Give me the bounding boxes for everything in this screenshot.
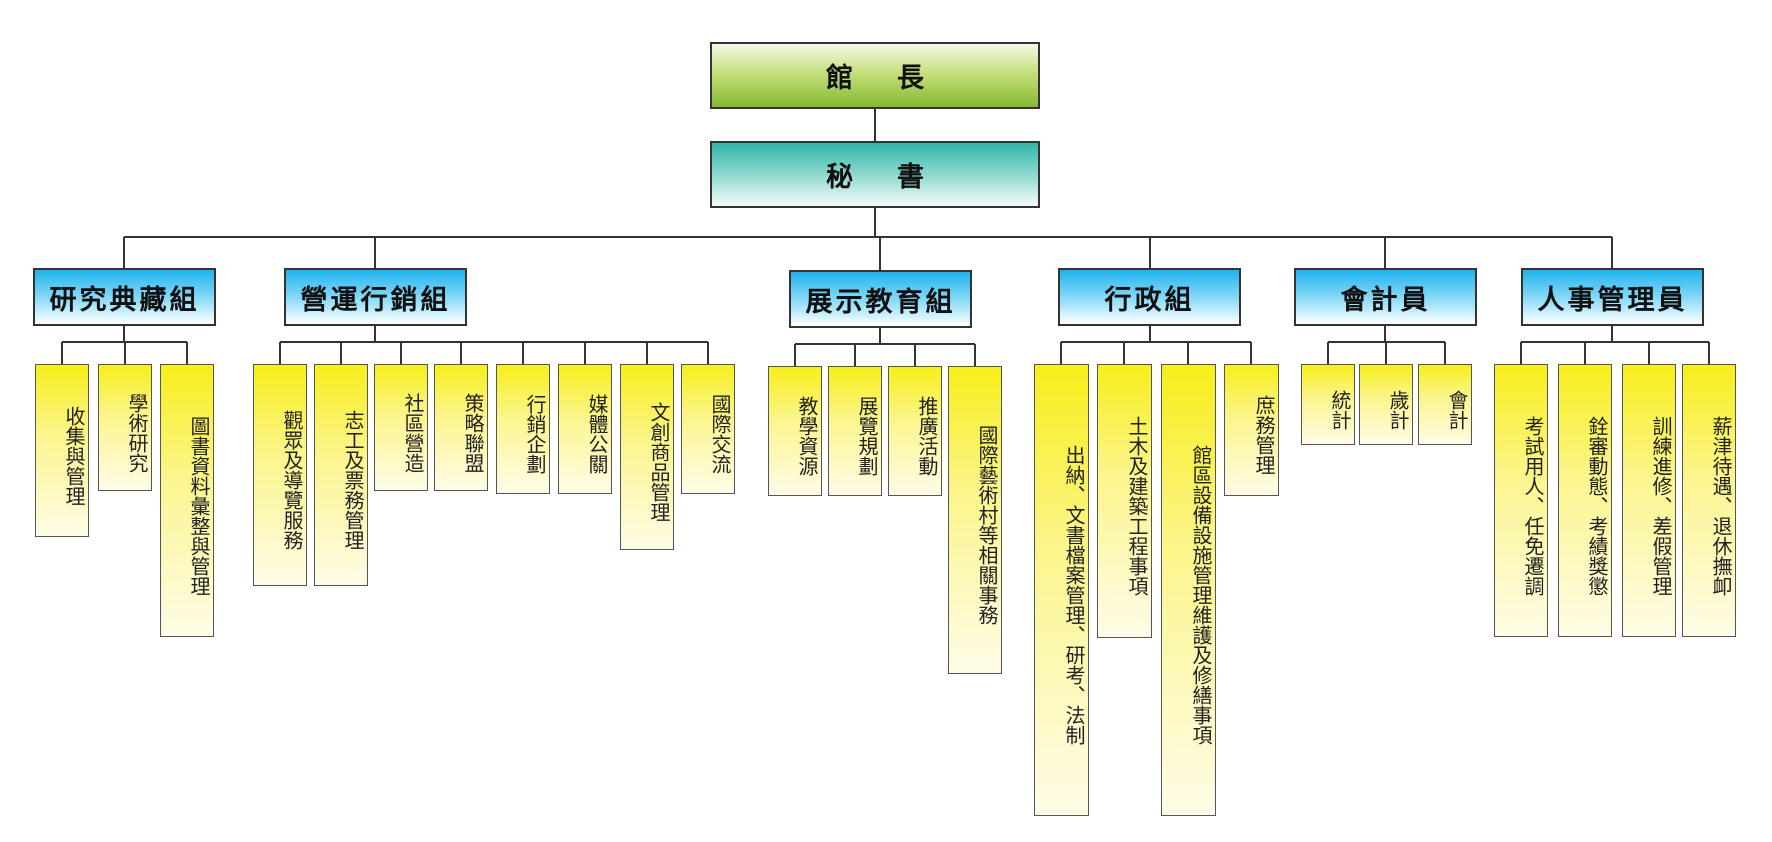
task-label: 考試用人、任免遷調 bbox=[1521, 415, 1545, 596]
task-box: 國際藝術村等相關事務 bbox=[948, 366, 1002, 674]
task-label: 會計 bbox=[1445, 389, 1469, 430]
task-box: 收集與管理 bbox=[35, 364, 89, 537]
group-label: 展示教育組 bbox=[805, 286, 956, 318]
group-label: 人事管理員 bbox=[1537, 284, 1688, 316]
task-label: 社區營造 bbox=[401, 392, 425, 473]
group-box-personnel: 人事管理員 bbox=[1521, 268, 1704, 326]
task-label: 推廣活動 bbox=[915, 396, 939, 476]
group-label: 研究典藏組 bbox=[49, 284, 200, 316]
task-label: 土木及建築工程事項 bbox=[1125, 416, 1149, 596]
group-box-exhibition: 展示教育組 bbox=[789, 270, 972, 328]
group-label: 營運行銷組 bbox=[300, 284, 451, 316]
task-box: 庶務管理 bbox=[1224, 364, 1279, 496]
task-box: 土木及建築工程事項 bbox=[1097, 364, 1152, 638]
task-label: 媒體公關 bbox=[585, 394, 609, 474]
group-box-research: 研究典藏組 bbox=[33, 268, 216, 326]
task-box: 會計 bbox=[1418, 364, 1472, 445]
task-label: 出納、文書檔案管理、研考、法制 bbox=[1062, 445, 1086, 745]
task-label: 館區設備設施管理維護及修繕事項 bbox=[1189, 445, 1213, 745]
task-label: 統計 bbox=[1328, 389, 1352, 430]
task-box: 歲計 bbox=[1359, 364, 1413, 445]
task-label: 庶務管理 bbox=[1252, 395, 1276, 475]
secretary-box: 秘書 bbox=[710, 141, 1040, 208]
secretary-label: 秘書 bbox=[826, 162, 968, 193]
task-box: 學術研究 bbox=[98, 364, 152, 491]
task-label: 展覽規劃 bbox=[855, 396, 879, 476]
task-box: 國際交流 bbox=[681, 364, 735, 494]
task-label: 觀眾及導覽服務 bbox=[280, 410, 304, 550]
task-label: 策略聯盟 bbox=[461, 392, 485, 473]
task-box: 教學資源 bbox=[768, 366, 822, 496]
task-label: 國際藝術村等相關事務 bbox=[975, 425, 999, 625]
task-box: 圖書資料彙整與管理 bbox=[160, 364, 214, 637]
task-box: 展覽規劃 bbox=[828, 366, 882, 496]
task-box: 考試用人、任免遷調 bbox=[1494, 364, 1548, 637]
task-box: 策略聯盟 bbox=[434, 364, 488, 491]
task-label: 收集與管理 bbox=[62, 405, 86, 506]
group-label: 行政組 bbox=[1104, 284, 1195, 316]
task-label: 教學資源 bbox=[795, 396, 819, 476]
director-label: 館長 bbox=[826, 63, 968, 94]
task-label: 銓審動態、考績獎懲 bbox=[1585, 415, 1609, 596]
group-box-administration: 行政組 bbox=[1058, 268, 1241, 326]
task-label: 薪津待遇、退休撫卹 bbox=[1709, 415, 1733, 596]
task-label: 圖書資料彙整與管理 bbox=[187, 415, 211, 596]
task-box: 館區設備設施管理維護及修繕事項 bbox=[1161, 364, 1216, 816]
group-box-accountant: 會計員 bbox=[1294, 268, 1477, 326]
task-box: 銓審動態、考績獎懲 bbox=[1558, 364, 1612, 637]
task-box: 文創商品管理 bbox=[620, 364, 674, 550]
group-box-marketing: 營運行銷組 bbox=[284, 268, 467, 326]
group-label: 會計員 bbox=[1340, 284, 1431, 316]
task-label: 行銷企劃 bbox=[523, 394, 547, 474]
task-box: 統計 bbox=[1301, 364, 1355, 445]
task-label: 國際交流 bbox=[708, 394, 732, 474]
task-box: 薪津待遇、退休撫卹 bbox=[1682, 364, 1736, 637]
task-box: 志工及票務管理 bbox=[314, 364, 368, 586]
task-box: 媒體公關 bbox=[558, 364, 612, 494]
task-label: 志工及票務管理 bbox=[341, 410, 365, 550]
task-box: 出納、文書檔案管理、研考、法制 bbox=[1034, 364, 1089, 816]
director-box: 館長 bbox=[710, 42, 1040, 109]
task-label: 歲計 bbox=[1386, 389, 1410, 430]
task-label: 學術研究 bbox=[125, 392, 149, 473]
task-box: 觀眾及導覽服務 bbox=[253, 364, 307, 586]
task-box: 推廣活動 bbox=[888, 366, 942, 496]
task-box: 訓練進修、差假管理 bbox=[1622, 364, 1676, 637]
task-box: 行銷企劃 bbox=[496, 364, 550, 494]
task-label: 訓練進修、差假管理 bbox=[1649, 415, 1673, 596]
task-label: 文創商品管理 bbox=[647, 402, 671, 522]
task-box: 社區營造 bbox=[374, 364, 428, 491]
